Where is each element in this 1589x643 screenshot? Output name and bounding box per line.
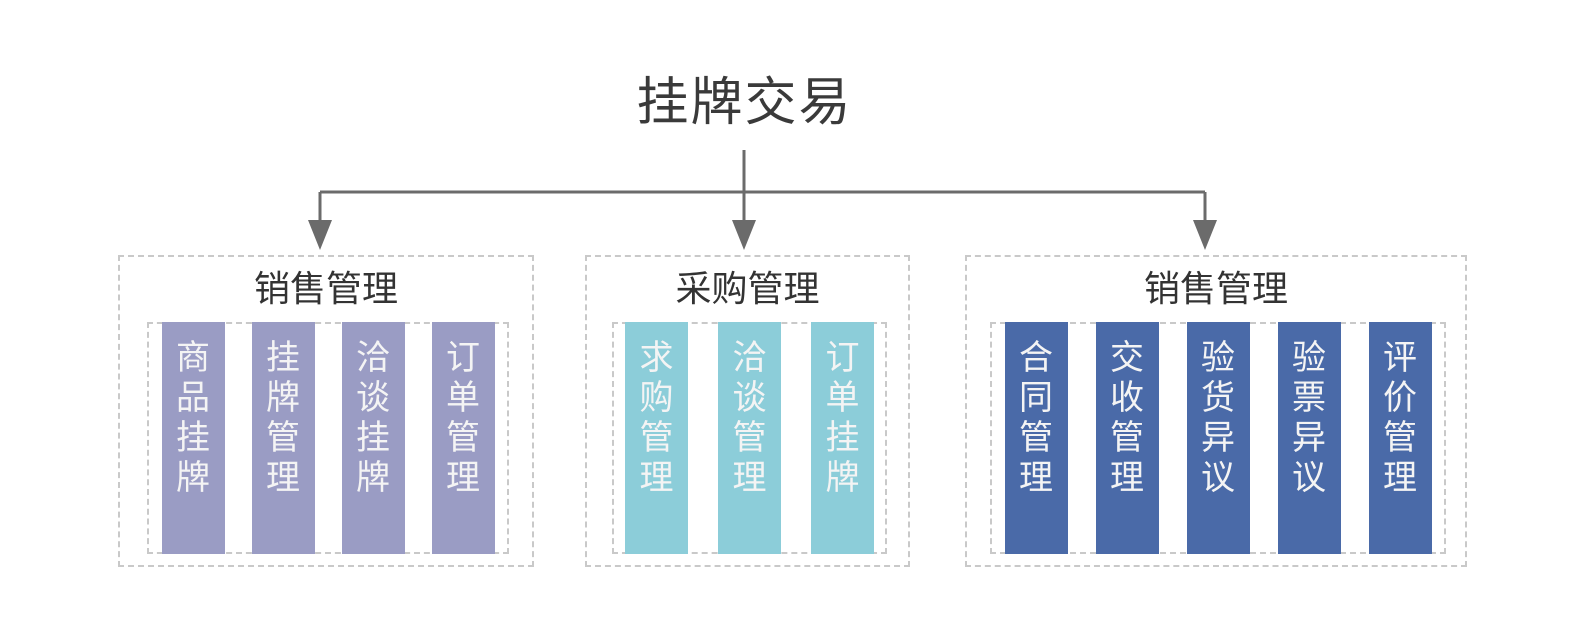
item-bar-1-0[interactable]: 求 购 管 理 [625,322,688,554]
group-items-box-1: 求 购 管 理 洽 谈 管 理 订 单 挂 牌 [612,322,887,554]
bar-char: 单 [446,379,480,417]
bar-char: 谈 [356,379,390,417]
item-bar-2-4[interactable]: 评 价 管 理 [1368,322,1432,554]
bar-char: 票 [1292,379,1326,417]
group-items-box-2: 合 同 管 理 交 收 管 理 验 货 异 议 验 [990,322,1446,554]
bar-char: 理 [1110,459,1144,497]
bar-char: 评 [1383,339,1417,377]
item-bar-2-3[interactable]: 验 票 异 议 [1277,322,1341,554]
bar-char: 管 [639,419,674,457]
bar-char: 牌 [356,459,390,497]
item-bar-0-2[interactable]: 洽 谈 挂 牌 [341,322,405,554]
bar-char: 议 [1201,459,1235,497]
item-bar-0-3[interactable]: 订 单 管 理 [431,322,495,554]
group-title-1: 采购管理 [675,268,820,309]
bar-char: 交 [1110,339,1144,377]
bar-char: 理 [732,459,767,497]
bar-char: 同 [1019,379,1053,417]
bar-char: 求 [639,339,674,377]
bar-list-2: 合 同 管 理 交 收 管 理 验 货 异 议 验 [1004,322,1432,554]
bar-char: 理 [639,459,674,497]
bar-char: 挂 [356,419,390,457]
group-container-2: 销售管理 合 同 管 理 交 收 管 理 验 货 异 [965,255,1467,567]
bar-char: 洽 [356,339,390,377]
bar-char: 品 [176,379,210,417]
bar-char: 挂 [176,419,210,457]
bar-char: 牌 [825,459,860,497]
bar-char: 管 [266,419,300,457]
bar-char: 理 [266,459,300,497]
bar-char: 管 [1383,419,1417,457]
item-bar-1-2[interactable]: 订 单 挂 牌 [811,322,874,554]
bar-char: 订 [446,339,480,377]
bar-char: 管 [1019,419,1053,457]
item-bar-2-2[interactable]: 验 货 异 议 [1186,322,1250,554]
item-bar-2-0[interactable]: 合 同 管 理 [1004,322,1068,554]
bar-list-0: 商 品 挂 牌 挂 牌 管 理 洽 谈 挂 牌 订 [161,322,495,554]
root-node-title: 挂牌交易 [636,74,853,132]
item-bar-1-1[interactable]: 洽 谈 管 理 [718,322,781,554]
bar-char: 异 [1292,419,1326,457]
bar-list-1: 求 购 管 理 洽 谈 管 理 订 单 挂 牌 [625,322,874,554]
bar-char: 异 [1201,419,1235,457]
item-bar-0-0[interactable]: 商 品 挂 牌 [161,322,225,554]
bar-char: 理 [1019,459,1053,497]
bar-char: 验 [1292,339,1326,377]
bar-char: 收 [1110,379,1144,417]
group-items-box-0: 商 品 挂 牌 挂 牌 管 理 洽 谈 挂 牌 订 [147,322,509,554]
bar-char: 牌 [176,459,210,497]
bar-char: 单 [825,379,860,417]
group-title-0: 销售管理 [253,268,398,309]
bar-char: 洽 [732,339,767,377]
group-title-2: 销售管理 [1143,268,1288,309]
bar-char: 挂 [825,419,860,457]
bar-char: 理 [1383,459,1417,497]
bar-char: 议 [1292,459,1326,497]
bar-char: 货 [1201,379,1235,417]
bar-char: 管 [1110,419,1144,457]
bar-char: 价 [1383,379,1417,417]
bar-char: 合 [1019,339,1053,377]
bar-char: 管 [732,419,767,457]
group-container-1: 采购管理 求 购 管 理 洽 谈 管 理 订 单 挂 [585,255,910,567]
bar-char: 理 [446,459,480,497]
bar-char: 订 [825,339,860,377]
bar-char: 挂 [266,339,300,377]
bar-char: 谈 [732,379,767,417]
bar-char: 验 [1201,339,1235,377]
bar-char: 商 [176,339,210,377]
item-bar-0-1[interactable]: 挂 牌 管 理 [251,322,315,554]
group-container-0: 销售管理 商 品 挂 牌 挂 牌 管 理 洽 谈 挂 [118,255,534,567]
bar-char: 购 [639,379,674,417]
bar-char: 牌 [266,379,300,417]
bar-char: 管 [446,419,480,457]
item-bar-2-1[interactable]: 交 收 管 理 [1095,322,1159,554]
